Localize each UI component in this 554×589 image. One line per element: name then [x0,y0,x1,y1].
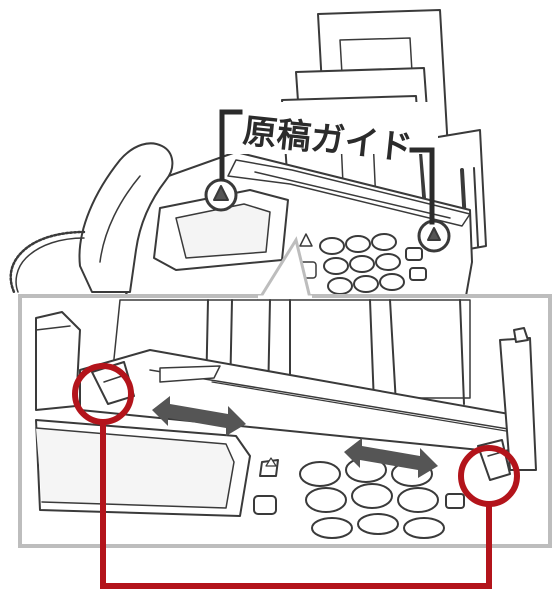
document-guide-icon [206,180,236,210]
document-guide-icon [419,221,449,251]
